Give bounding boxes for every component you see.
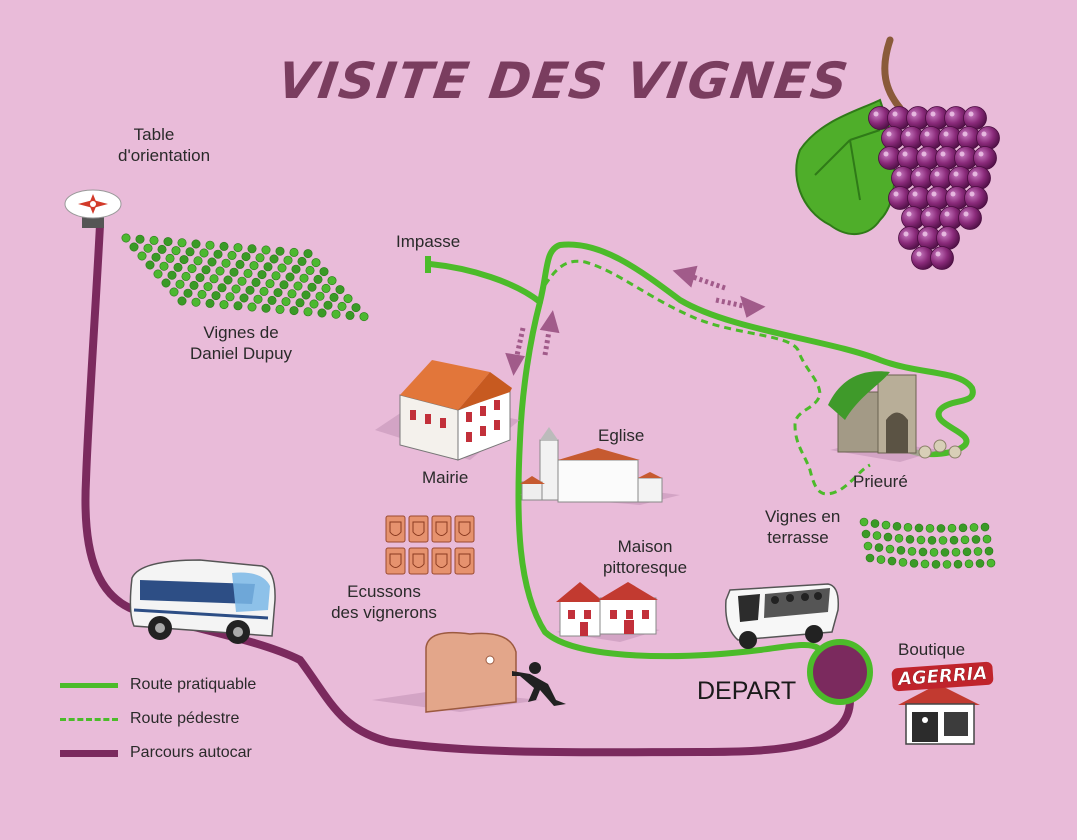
- shuttle-icon: [725, 583, 840, 649]
- label-maison: Maison pittoresque: [602, 537, 688, 577]
- label-ecussons: Ecussons des vignerons: [331, 582, 437, 622]
- vineyard-terrace-icon: [859, 517, 996, 569]
- legend-item-parcours-autocar: Parcours autocar: [60, 742, 252, 764]
- driving-route-loop: [515, 299, 821, 660]
- label-depart: DEPART: [697, 677, 797, 705]
- label-table-orientation: Table d'orientation: [118, 125, 211, 165]
- bus-route: [81, 221, 854, 757]
- label-prieure: Prieuré: [853, 472, 908, 491]
- label-mairie: Mairie: [422, 468, 469, 487]
- legend-label: Route pratiquable: [130, 676, 257, 693]
- grapes-icon: [795, 36, 1000, 270]
- pelota-wall-icon: [372, 631, 566, 713]
- legend-item-route-pedestre: Route pédestre: [60, 708, 239, 730]
- label-vignes-dupuy: Vignes de Daniel Dupuy: [189, 323, 293, 363]
- page-title: VISITE DES VIGNES: [273, 52, 854, 110]
- label-impasse: Impasse: [396, 232, 461, 251]
- legend-label: Parcours autocar: [130, 744, 252, 761]
- mairie-icon: [375, 360, 520, 461]
- ecussons-icon: [385, 515, 475, 575]
- legend-item-route-pratiquable: Route pratiquable: [60, 674, 256, 696]
- ruin-icon: [828, 371, 962, 462]
- depart-marker: [807, 639, 873, 705]
- bus-icon: [129, 559, 276, 644]
- label-vignes-terrasse: Vignes en terrasse: [765, 507, 841, 547]
- direction-arrows: [505, 265, 766, 376]
- legend-swatch-dashed-green: [60, 717, 118, 721]
- label-eglise: Eglise: [598, 426, 645, 445]
- house-icon: [556, 582, 660, 642]
- legend-swatch-purple: [60, 749, 118, 757]
- label-boutique: Boutique: [898, 640, 966, 659]
- vineyard-icon: [121, 233, 369, 322]
- legend-swatch-solid-green: [60, 682, 118, 688]
- walking-route: [543, 259, 871, 496]
- church-icon: [520, 427, 680, 505]
- driving-route-main: [427, 241, 976, 458]
- driving-route: [428, 265, 971, 656]
- shop-icon: [898, 684, 980, 745]
- compass-icon: [64, 189, 122, 228]
- legend-label: Route pédestre: [130, 710, 240, 727]
